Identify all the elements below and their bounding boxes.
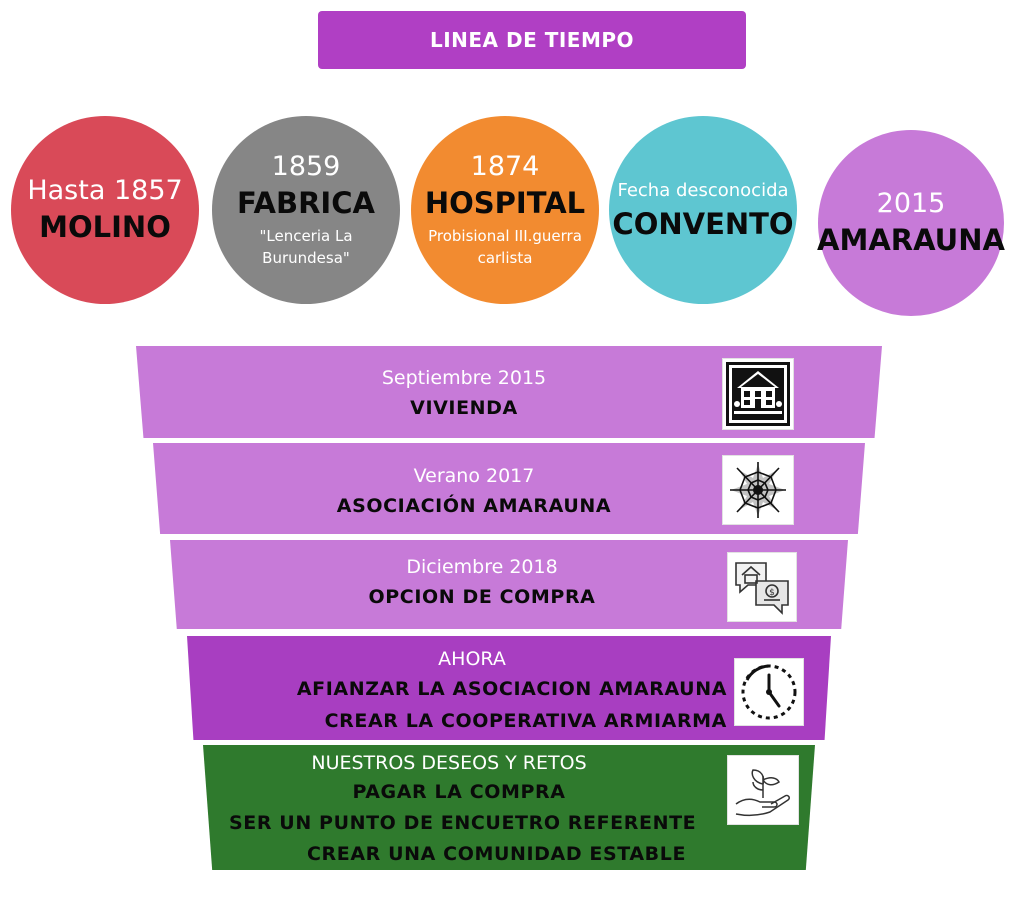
milestone-hospital: 1874 HOSPITAL Probisional III.guerra car… <box>411 116 599 304</box>
milestone-name: MOLINO <box>39 210 171 244</box>
stage-date: NUESTROS DESEOS Y RETOS <box>311 752 587 774</box>
milestone-name: FABRICA <box>237 186 375 220</box>
stage-label: ASOCIACIÓN AMARAUNA <box>336 495 612 517</box>
milestone-subtitle: Probisional III.guerra carlista <box>428 227 582 267</box>
clock-icon <box>734 658 804 726</box>
stage-label: CREAR LA COOPERATIVA ARMIARMA <box>324 710 727 732</box>
stage-label: VIVIENDA <box>410 397 518 419</box>
stage-label: AFIANZAR LA ASOCIACION AMARAUNA <box>296 678 727 700</box>
milestone-molino: Hasta 1857 MOLINO <box>11 116 199 304</box>
stage-date: AHORA <box>438 648 506 670</box>
stage-date: Septiembre 2015 <box>381 367 547 389</box>
stage-ahora: AHORA AFIANZAR LA ASOCIACION AMARAUNA CR… <box>187 636 831 740</box>
stage-label: PAGAR LA COMPRA <box>352 781 566 803</box>
stage-label: SER UN PUNTO DE ENCUETRO REFERENTE <box>229 812 697 834</box>
milestone-year: 1859 <box>271 151 341 182</box>
milestone-year: Hasta 1857 <box>27 175 183 206</box>
hand-plant-icon <box>727 755 799 825</box>
stage-label: CREAR UNA COMUNIDAD ESTABLE <box>307 843 687 865</box>
stage-date: Diciembre 2018 <box>406 556 558 578</box>
svg-text:$: $ <box>769 588 775 598</box>
milestone-fabrica: 1859 FABRICA "Lenceria La Burundesa" <box>212 116 400 304</box>
house-icon <box>722 358 794 430</box>
stage-deseos: NUESTROS DESEOS Y RETOS PAGAR LA COMPRA … <box>203 745 815 870</box>
stage-label: OPCION DE COMPRA <box>368 586 596 608</box>
milestone-name: HOSPITAL <box>424 186 586 220</box>
milestone-year: 1874 <box>470 151 540 182</box>
house-purchase-chat-icon: $ <box>727 552 797 622</box>
stage-date: Verano 2017 <box>413 465 535 487</box>
milestone-name: AMARAUNA <box>817 223 1005 257</box>
spider-web-icon <box>722 455 794 525</box>
milestone-year: 2015 <box>876 188 946 219</box>
milestone-year: Fecha desconocida <box>617 180 789 201</box>
milestone-name: CONVENTO <box>612 207 794 241</box>
milestone-convento: Fecha desconocida CONVENTO <box>609 116 797 304</box>
milestone-amarauna: 2015 AMARAUNA <box>817 130 1005 316</box>
timeline-title: LINEA DE TIEMPO <box>318 11 746 69</box>
milestone-subtitle: "Lenceria La Burundesa" <box>259 227 353 267</box>
